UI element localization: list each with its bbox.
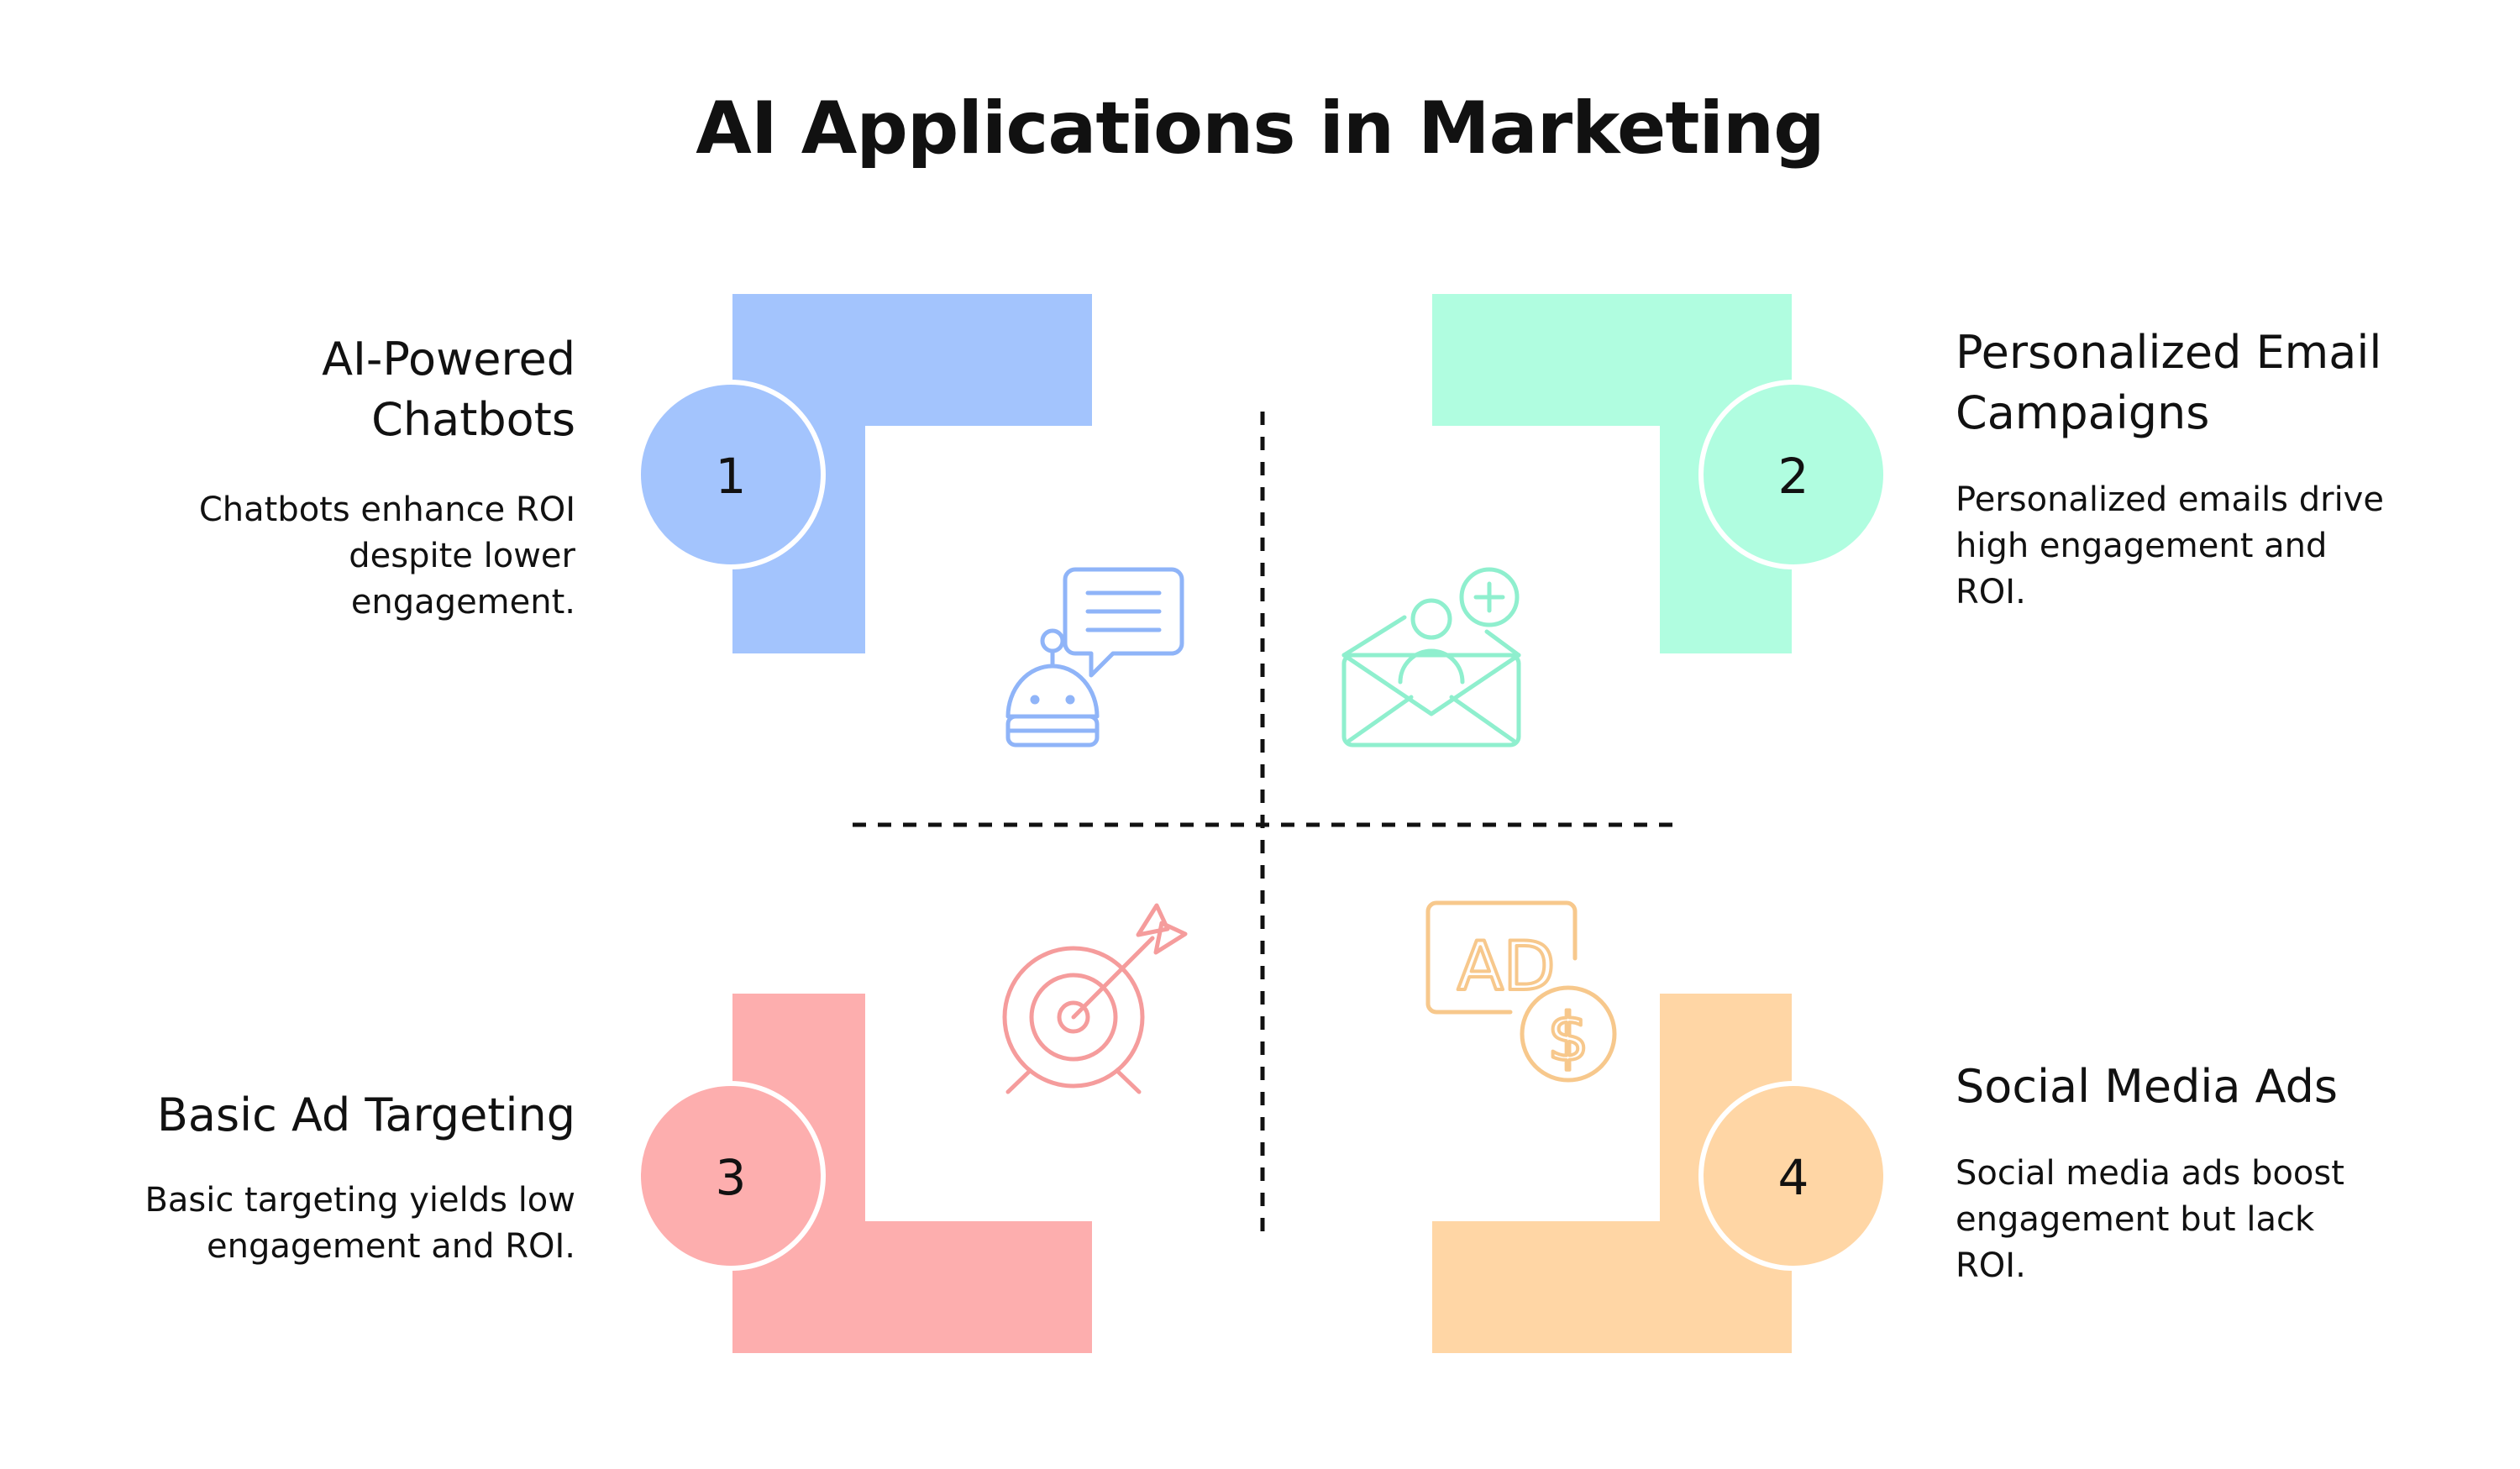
number-1: 1: [716, 448, 747, 505]
quadrant-2-description: Personalized emails drive high engagemen…: [1956, 477, 2502, 616]
quadrant-1-heading: AI-Powered Chatbots: [101, 329, 575, 450]
quadrant-3-shape: [732, 994, 1092, 1353]
quadrant-3-heading: Basic Ad Targeting: [101, 1085, 575, 1146]
quadrant-2-desc-line3: ROI.: [1956, 573, 2026, 611]
quadrant-2-shape: [1432, 294, 1792, 653]
quadrant-1-heading-line1: AI-Powered: [322, 333, 575, 386]
number-badge-1: 1: [636, 380, 826, 569]
quadrant-3-description: Basic targeting yields low engagement an…: [101, 1178, 575, 1270]
quadrant-4-description: Social media ads boost engagement but la…: [1956, 1151, 2502, 1289]
quadrant-2-heading: Personalized Email Campaigns: [1956, 323, 2502, 443]
number-badge-3: 3: [636, 1081, 826, 1271]
quadrant-1-desc-line3: engagement.: [350, 583, 575, 622]
quadrant-4-shape: [1432, 994, 1792, 1353]
quadrant-1-description: Chatbots enhance ROI despite lower engag…: [101, 487, 575, 626]
number-badge-4: 4: [1698, 1081, 1888, 1271]
quadrant-4-desc-line2: engagement but lack: [1956, 1200, 2315, 1239]
dollar-sign-icon: $: [1547, 1000, 1589, 1076]
quadrant-2-desc-line2: high engagement and: [1956, 527, 2328, 565]
quadrant-1-heading-line2: Chatbots: [371, 393, 575, 446]
quadrant-4-desc-line1: Social media ads boost: [1956, 1154, 2344, 1193]
quadrant-2-heading-line2: Campaigns: [1956, 386, 2210, 439]
target-arrow-icon: [1002, 903, 1188, 1094]
quadrant-3-desc-line1: Basic targeting yields low: [144, 1181, 575, 1220]
ad-dollar-icon: AD $: [1425, 900, 1617, 1083]
ad-text-icon: AD: [1457, 927, 1555, 1005]
quadrant-1-desc-line2: despite lower: [349, 537, 575, 575]
number-4: 4: [1778, 1149, 1809, 1206]
number-badge-2: 2: [1698, 380, 1888, 569]
number-3: 3: [716, 1149, 747, 1206]
quadrant-1-shape: [732, 294, 1092, 653]
quadrant-3-desc-line2: engagement and ROI.: [207, 1227, 575, 1266]
quadrant-2-desc-line1: Personalized emails drive: [1956, 480, 2384, 519]
quadrant-3-heading-line1: Basic Ad Targeting: [156, 1089, 575, 1141]
quadrant-1-desc-line1: Chatbots enhance ROI: [198, 491, 575, 529]
quadrant-4-desc-line3: ROI.: [1956, 1246, 2026, 1285]
quadrant-2-heading-line1: Personalized Email: [1956, 326, 2382, 379]
quadrant-4-heading-line1: Social Media Ads: [1956, 1060, 2339, 1113]
email-person-icon: [1341, 567, 1521, 748]
number-2: 2: [1778, 448, 1809, 505]
chatbot-robot-icon: [1005, 567, 1184, 748]
quadrant-4-heading: Social Media Ads: [1956, 1057, 2502, 1117]
page-title: AI Applications in Marketing: [696, 87, 1824, 171]
